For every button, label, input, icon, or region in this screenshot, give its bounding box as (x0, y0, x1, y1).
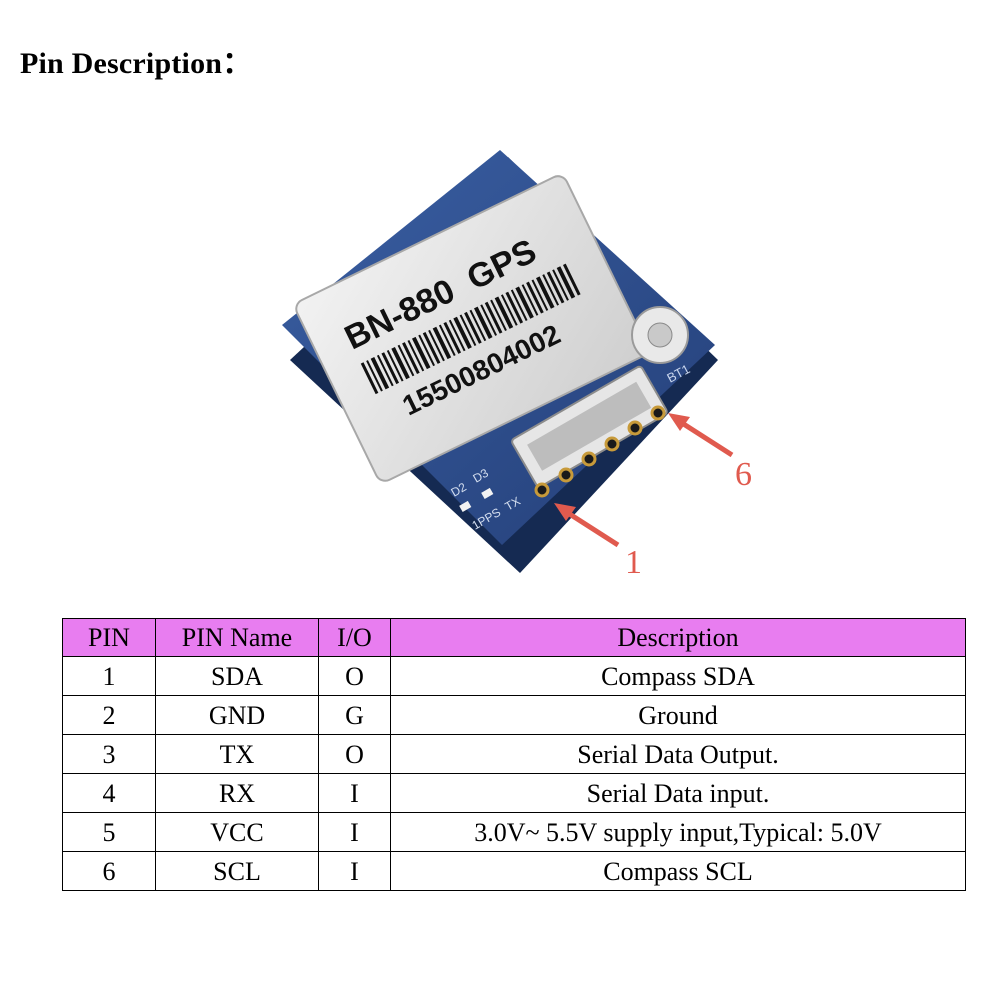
page-title: Pin Description： (20, 47, 253, 80)
cell-pin-name: RX (155, 773, 319, 813)
led-d3 (481, 487, 494, 499)
table-row: 3 TX O Serial Data Output. (62, 734, 966, 774)
header-pin-name: PIN Name (155, 618, 319, 657)
callout-arrow-pin-6 (668, 413, 734, 458)
cell-io: O (318, 656, 391, 696)
callout-arrow-pin-1 (554, 503, 620, 548)
led-d2 (459, 500, 472, 512)
cell-io: G (318, 695, 391, 735)
pin-pads (534, 405, 666, 498)
cell-description: Compass SDA (390, 656, 966, 696)
cell-pin-name: SDA (155, 656, 319, 696)
label-d3: D3 (471, 466, 492, 486)
header-io: I/O (318, 618, 391, 657)
cell-io: O (318, 734, 391, 774)
cell-io: I (318, 773, 391, 813)
cell-pin-name: GND (155, 695, 319, 735)
table-header-row: PIN PIN Name I/O Description (62, 618, 966, 657)
cell-description: 3.0V~ 5.5V supply input,Typical: 5.0V (390, 812, 966, 852)
table-row: 1 SDA O Compass SDA (62, 656, 966, 696)
table-row: 6 SCL I Compass SCL (62, 851, 966, 891)
table-row: 5 VCC I 3.0V~ 5.5V supply input,Typical:… (62, 812, 966, 852)
header-pin: PIN (62, 618, 156, 657)
cell-io: I (318, 812, 391, 852)
table-row: 4 RX I Serial Data input. (62, 773, 966, 813)
pin-table: PIN PIN Name I/O Description 1 SDA O Com… (62, 618, 966, 891)
callout-label-pin-1: 1 (625, 544, 642, 581)
cell-pin: 1 (62, 656, 156, 696)
cell-pin: 4 (62, 773, 156, 813)
cell-pin-name: TX (155, 734, 319, 774)
cell-description: Ground (390, 695, 966, 735)
cell-io: I (318, 851, 391, 891)
battery-center (647, 322, 673, 348)
cell-pin: 3 (62, 734, 156, 774)
cell-description: Serial Data Output. (390, 734, 966, 774)
cell-pin: 6 (62, 851, 156, 891)
cell-pin-name: SCL (155, 851, 319, 891)
header-description: Description (390, 618, 966, 657)
cell-pin-name: VCC (155, 812, 319, 852)
cell-pin: 5 (62, 812, 156, 852)
barcode (360, 263, 581, 395)
callout-label-pin-6: 6 (735, 456, 752, 493)
gps-module-photo: BN-880 GPS 15500804002 BT (282, 150, 752, 581)
label-tx: TX (503, 494, 523, 514)
cell-pin: 2 (62, 695, 156, 735)
table-row: 2 GND G Ground (62, 695, 966, 735)
cell-description: Serial Data input. (390, 773, 966, 813)
cell-description: Compass SCL (390, 851, 966, 891)
connector-slot (527, 381, 652, 471)
label-d2: D2 (449, 480, 470, 500)
